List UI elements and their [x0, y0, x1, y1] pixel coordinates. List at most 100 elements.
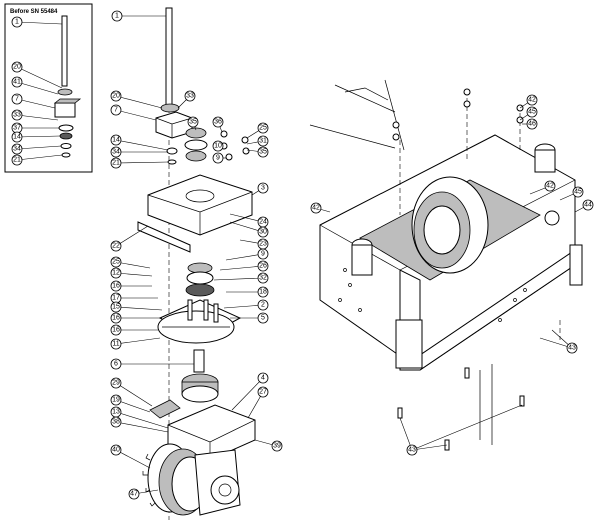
callout-bubble [110, 394, 122, 406]
callout-leader [539, 337, 573, 349]
callout-number: 14 [112, 137, 120, 144]
callout-number: 25 [259, 125, 267, 132]
callout-bubble [257, 286, 269, 298]
callout-leader [411, 444, 448, 451]
callout-number: 6 [114, 361, 118, 368]
callout-leader [16, 114, 59, 121]
callout-bubble [110, 90, 122, 102]
callout-number: 1 [15, 19, 19, 26]
callout-bubble [566, 342, 578, 354]
callout-leader [115, 421, 169, 433]
callout-leader [115, 337, 161, 345]
callout-number: 42 [546, 183, 554, 190]
callout-bubble [257, 299, 269, 311]
callout-bubble [572, 186, 584, 198]
callout-number: 45 [574, 189, 582, 196]
callout-bubble [110, 416, 122, 428]
callout-number: 35 [189, 119, 197, 126]
callout-bubble [544, 180, 556, 192]
callout-bubble [257, 260, 269, 272]
callout-number: 40 [112, 447, 120, 454]
callout-bubble [212, 152, 224, 164]
callout-leader [16, 145, 62, 150]
callout-number: 12 [112, 270, 120, 277]
callout-number: 42 [528, 97, 536, 104]
callout-bubble [128, 488, 140, 500]
callout-number: 43 [408, 447, 416, 454]
callout-bubble [184, 90, 196, 102]
callout-bubble [110, 280, 122, 292]
callout-number: 25 [112, 259, 120, 266]
callout-number: 35 [259, 149, 267, 156]
callout-number: 23 [259, 241, 267, 248]
callout-bubble [257, 312, 269, 324]
callout-bubble [110, 338, 122, 350]
callout-bubble [582, 199, 594, 211]
callout-bubble [271, 440, 283, 452]
callout-number: 16 [112, 283, 120, 290]
callout-bubble [257, 226, 269, 238]
callout-bubble [11, 154, 23, 166]
callout-number: 47 [130, 491, 138, 498]
callout-leader [115, 261, 151, 269]
callout-leader [229, 213, 264, 223]
callout-number: 4 [261, 375, 265, 382]
inset-title: Before SN 55484 [10, 9, 58, 15]
callout-bubble [11, 16, 23, 28]
callout-number: 5 [261, 315, 265, 322]
callout-number: 13 [112, 409, 120, 416]
callout-bubble [110, 240, 122, 252]
callout-leader [115, 306, 163, 311]
callout-bubble [257, 122, 269, 134]
callout-bubble [257, 386, 269, 398]
callout-bubble [110, 312, 122, 324]
callout-number: 21 [13, 157, 21, 164]
callout-leader [411, 404, 523, 451]
callout-bubble [11, 131, 23, 143]
callout-leader [219, 265, 264, 271]
callout-bubble [110, 301, 122, 313]
callout-number: 10 [214, 143, 222, 150]
callout-bubble [11, 76, 23, 88]
callout-number: 11 [112, 341, 119, 348]
steering-exploded-view [137, 7, 256, 520]
callout-number: 7 [15, 96, 19, 103]
callout-bubble [526, 106, 538, 118]
callout-number: 45 [528, 109, 536, 116]
callout-leader [223, 304, 264, 309]
callout-bubble [310, 202, 322, 214]
callout-number: 33 [186, 93, 194, 100]
callout-bubble [11, 109, 23, 121]
callout-bubble [257, 146, 269, 158]
callout-number: 14 [13, 134, 21, 141]
callout-bubble [110, 324, 122, 336]
callout-leader [115, 95, 163, 109]
callout-number: 32 [259, 275, 267, 282]
chassis-assembly [309, 79, 583, 451]
callout-bubble [257, 272, 269, 284]
callout-bubble [110, 358, 122, 370]
callout-number: 16 [112, 327, 120, 334]
callout-leader [115, 139, 169, 151]
callout-leader [115, 161, 169, 164]
callout-number: 31 [259, 138, 267, 145]
callout-number: 17 [112, 295, 120, 302]
callout-leader [115, 449, 151, 469]
callout-number: 18 [259, 289, 267, 296]
callout-number: 20 [13, 64, 21, 71]
callout-number: 19 [112, 397, 120, 404]
callout-leader [16, 21, 63, 25]
callout-bubble [110, 256, 122, 268]
callout-leader [115, 225, 149, 247]
callout-leader [213, 277, 264, 281]
callout-leader [115, 399, 151, 413]
callout-leader [225, 253, 264, 261]
callout-number: 21 [112, 160, 120, 167]
callout-number: 41 [13, 79, 21, 86]
callout-leader [231, 377, 264, 411]
callout-bubble [111, 10, 123, 22]
callout-number: 15 [112, 304, 120, 311]
callout-number: 26 [259, 263, 267, 270]
callout-leader [16, 154, 63, 161]
